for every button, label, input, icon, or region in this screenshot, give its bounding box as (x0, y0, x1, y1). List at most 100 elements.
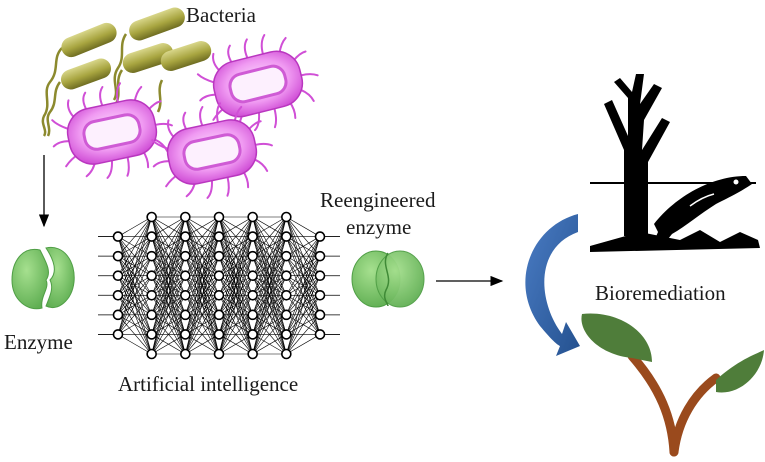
network-node-layer-5 (247, 231, 258, 242)
network-edge (286, 236, 321, 296)
network-edge (286, 334, 321, 355)
network-edge (218, 216, 253, 315)
network-node-layer-7 (314, 250, 326, 262)
sprout-icon (581, 313, 764, 457)
network-node-layer-6 (281, 309, 292, 321)
network-edge (252, 216, 287, 296)
network-edge (286, 236, 321, 335)
network-node-layer-6 (281, 289, 292, 301)
network-node-layer-5 (247, 309, 258, 321)
network-edge (252, 236, 287, 355)
network-edge (185, 275, 220, 355)
network-edge (252, 295, 287, 355)
network-edge (252, 314, 287, 355)
network-edge (117, 295, 152, 335)
network-edge (252, 275, 287, 355)
pink-bacterium-1 (51, 82, 173, 179)
network-edge (218, 295, 253, 355)
network-node-layer-6 (281, 329, 292, 340)
network-edge (286, 236, 321, 257)
network-node-layer-2 (146, 270, 157, 282)
network-node-layer-5 (247, 211, 258, 223)
network-edge (185, 295, 220, 355)
network-edge (286, 295, 321, 355)
network-edge (286, 216, 321, 237)
network-node-layer-5 (247, 289, 258, 301)
network-edge (117, 216, 152, 315)
ai-label: Artificial intelligence (118, 372, 298, 396)
network-node-layer-7 (314, 329, 326, 340)
rod-bacterium-3 (112, 7, 185, 101)
network-node-layer-2 (146, 231, 157, 242)
network-node-layer-7 (314, 231, 326, 242)
network-edge (185, 216, 220, 335)
network-edge (151, 256, 186, 355)
network-edge (117, 236, 152, 335)
network-edge (185, 216, 220, 276)
network-node-layer-1 (112, 309, 124, 321)
network-node-layer-2 (146, 348, 157, 360)
bioremediation-label: Bioremediation (595, 281, 726, 305)
environmental-hazard-icon (590, 74, 760, 252)
network-edge (252, 256, 287, 355)
network-node-layer-1 (112, 289, 124, 301)
network-node-layer-5 (247, 270, 258, 282)
network-node-layer-6 (281, 250, 292, 262)
bacteria-cluster-icon (41, 7, 319, 199)
network-edge (151, 314, 186, 355)
network-edge (151, 236, 186, 355)
network-edge (218, 216, 253, 296)
network-edge (286, 256, 321, 355)
network-edge (117, 216, 152, 335)
reengineered-enzyme-icon (351, 250, 425, 308)
pink-bacterium-3 (151, 102, 273, 199)
network-edge (286, 314, 321, 355)
network-edge (185, 334, 220, 355)
network-edge (218, 256, 253, 355)
network-edge (117, 334, 152, 355)
rod-bacterium-1 (41, 22, 117, 137)
network-node-layer-4 (213, 211, 225, 223)
network-edge (117, 216, 152, 296)
network-node-layer-6 (281, 231, 292, 242)
network-node-layer-4 (213, 348, 225, 360)
network-edge (252, 216, 287, 237)
network-node-layer-3 (180, 329, 191, 340)
reengineered-label-line1: Reengineered (320, 188, 436, 212)
curved-arrow-icon (525, 214, 580, 356)
network-edge (218, 216, 253, 237)
network-node-layer-7 (314, 309, 326, 321)
network-edge (151, 216, 186, 355)
network-node-layer-6 (281, 348, 292, 360)
network-edge (252, 216, 287, 276)
network-node-layer-3 (180, 309, 191, 321)
network-node-layer-1 (112, 329, 124, 340)
network-node-layer-4 (213, 270, 225, 282)
network-node-layer-4 (213, 231, 225, 242)
network-node-layer-1 (112, 250, 124, 262)
bacteria-label: Bacteria (186, 3, 257, 27)
network-edge (218, 334, 253, 355)
network-node-layer-5 (247, 250, 258, 262)
network-edge (151, 216, 186, 315)
network-edge (185, 236, 220, 355)
network-edge (185, 216, 220, 257)
network-edge (117, 256, 152, 335)
network-node-layer-3 (180, 289, 191, 301)
rod-bacterium-4 (114, 43, 174, 105)
network-edge (151, 334, 186, 355)
network-edge (252, 216, 287, 355)
network-node-layer-2 (146, 309, 157, 321)
enzyme-label: Enzyme (4, 330, 73, 354)
network-edge (185, 216, 220, 355)
network-edge (252, 334, 287, 355)
network-edge (151, 216, 186, 335)
network-edge (218, 216, 253, 276)
network-node-layer-3 (180, 250, 191, 262)
network-edge (151, 216, 186, 237)
network-edge (252, 216, 287, 315)
network-edge (252, 216, 287, 335)
network-node-layer-3 (180, 211, 191, 223)
network-edge (218, 275, 253, 355)
